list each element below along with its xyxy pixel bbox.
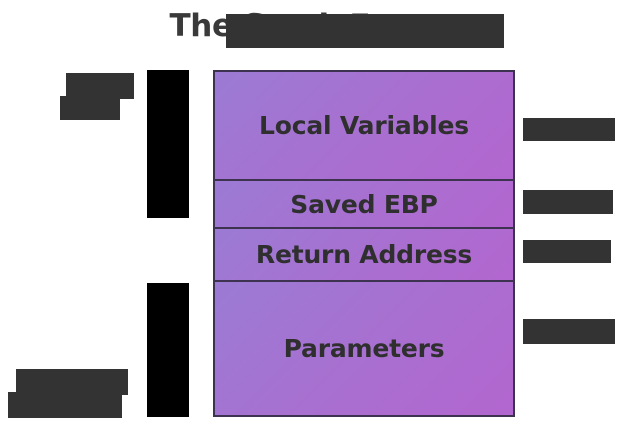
stack-growth-redaction-bar-1 [66,73,134,99]
right-note-redaction-bar-1 [523,118,615,141]
stack-slot-return-address: Return Address [215,229,513,282]
arrow-down-icon [147,283,189,417]
right-note-redaction-bar-4 [523,319,615,344]
stack-growth-redaction-bar-2 [60,96,120,120]
stack-slot-local-variables: Local Variables [215,72,513,181]
stack-slot-label: Parameters [283,334,445,363]
stack-box: Local Variables Saved EBP Return Address… [213,70,515,417]
stack-slot-parameters: Parameters [215,282,513,415]
higher-addresses-redaction-bar-2 [8,392,122,418]
right-note-redaction-bar-3 [523,240,611,263]
stack-slot-label: Local Variables [259,111,469,140]
stack-slot-saved-ebp: Saved EBP [215,181,513,229]
higher-addresses-redaction-bar-1 [16,369,128,395]
arrow-up-icon [147,70,189,218]
title-redaction-bar [226,14,504,48]
stack-slot-label: Return Address [255,240,473,269]
right-note-redaction-bar-2 [523,190,613,214]
stack-slot-label: Saved EBP [290,189,438,219]
